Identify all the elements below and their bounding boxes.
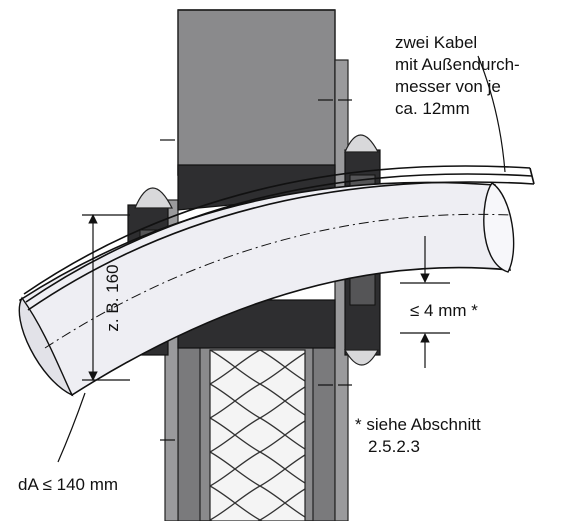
insulation-core <box>209 349 306 521</box>
bolt-head-left <box>134 187 173 209</box>
cable-note-line-2: mit Außendurch- <box>395 55 520 74</box>
pipe-end-right <box>483 182 515 273</box>
cable-1-inner <box>25 173 533 303</box>
cable-ends <box>529 167 535 185</box>
nut-lower-right <box>343 349 380 366</box>
diameter-leader <box>57 392 86 463</box>
footnote-line-2: 2.5.2.3 <box>368 437 420 456</box>
cable-note-line-1: zwei Kabel <box>395 33 477 52</box>
dim-gap-label: ≤ 4 mm * <box>410 301 478 320</box>
pipe-centerline <box>44 213 511 349</box>
diameter-label: dA ≤ 140 mm <box>18 475 118 494</box>
cable-note-line-3: messer von je <box>395 77 501 96</box>
dim-height-label: z. B. 160 <box>103 264 122 331</box>
footnote-line-1: * siehe Abschnitt <box>355 415 481 434</box>
cable-leader <box>477 55 506 173</box>
wall-upper <box>177 9 336 176</box>
cable-1 <box>23 165 531 295</box>
bolt-head-right <box>344 134 379 153</box>
wall-lower-right-layer <box>312 344 336 521</box>
wall-lower-left-layer <box>177 344 201 521</box>
cable-note-line-4: ca. 12mm <box>395 99 470 118</box>
pipe-end-left <box>18 296 74 397</box>
